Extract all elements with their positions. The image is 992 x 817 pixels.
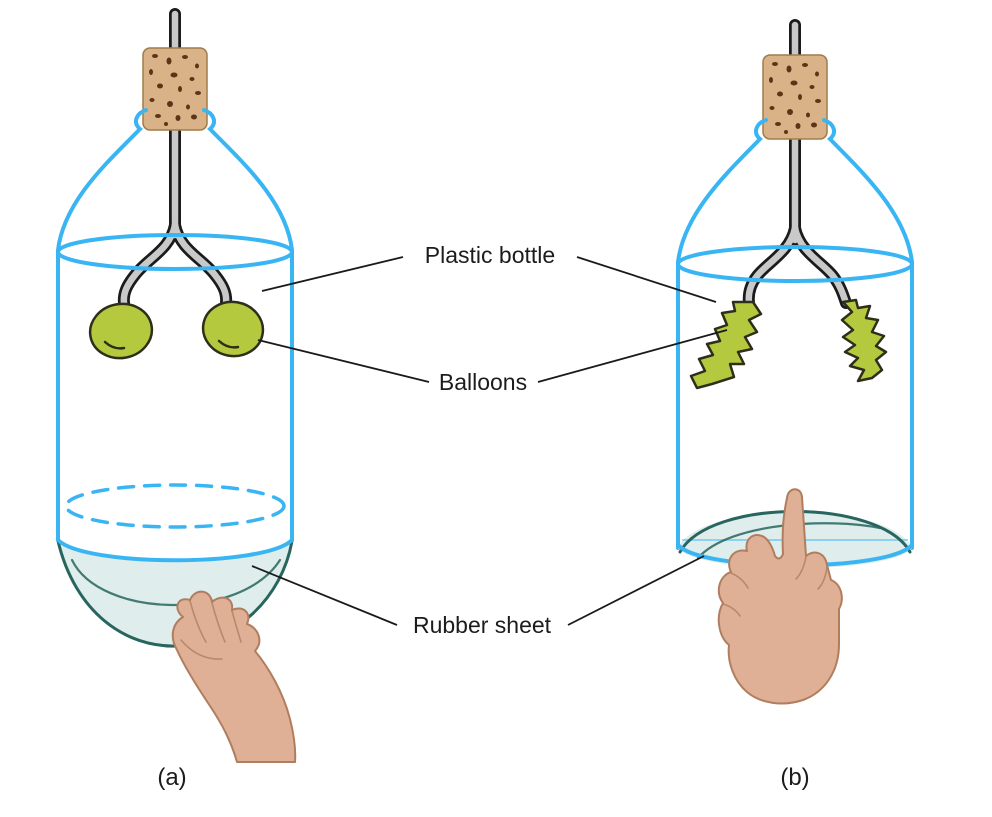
label-balloons: Balloons	[439, 369, 527, 395]
panel-b	[676, 19, 914, 705]
connector-rubber-sheet-b	[567, 555, 705, 626]
hand-b	[717, 488, 843, 705]
dashed-rim-a	[64, 483, 286, 529]
annotations: Plastic bottle Balloons Rubber sheet (a)…	[157, 242, 809, 791]
connector-rubber-sheet-a	[251, 565, 398, 626]
hand-a	[171, 590, 297, 763]
label-plastic-bottle: Plastic bottle	[425, 242, 555, 268]
balloon-left-b	[689, 300, 763, 390]
caption-a: (a)	[157, 764, 186, 791]
connector-balloons-a	[257, 339, 430, 383]
balloon-right-a	[201, 300, 265, 358]
connector-balloons-b	[537, 329, 728, 383]
caption-b: (b)	[780, 764, 809, 791]
balloon-left-a	[88, 302, 154, 360]
panel-a	[56, 8, 297, 763]
label-rubber-sheet: Rubber sheet	[413, 612, 552, 638]
bottle-outline-b	[676, 118, 914, 550]
balloon-right-b	[840, 298, 888, 383]
cork-a	[142, 47, 208, 131]
connector-plastic-bottle-b	[576, 256, 717, 303]
connector-plastic-bottle-a	[261, 256, 404, 292]
bottle-outline-a	[56, 108, 294, 542]
cork-b	[762, 54, 828, 140]
